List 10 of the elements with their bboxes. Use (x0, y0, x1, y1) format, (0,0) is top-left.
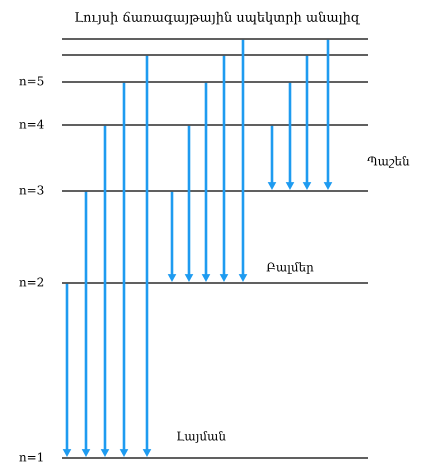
energy-level-line (62, 38, 368, 40)
series-label: Պաշեն (367, 156, 410, 168)
energy-level-line: n=5 (19, 76, 368, 86)
energy-level-line (62, 54, 368, 56)
energy-level-line: n=4 (19, 120, 368, 128)
title: Լույսի ճառագայթային սպեկտրի անալիզ (75, 12, 360, 24)
energy-level-line: n=3 (19, 185, 368, 195)
energy-level-line: n=2 (19, 278, 368, 286)
series-label: Լայման (177, 431, 226, 443)
energy-level-line: n=1 (19, 452, 368, 462)
